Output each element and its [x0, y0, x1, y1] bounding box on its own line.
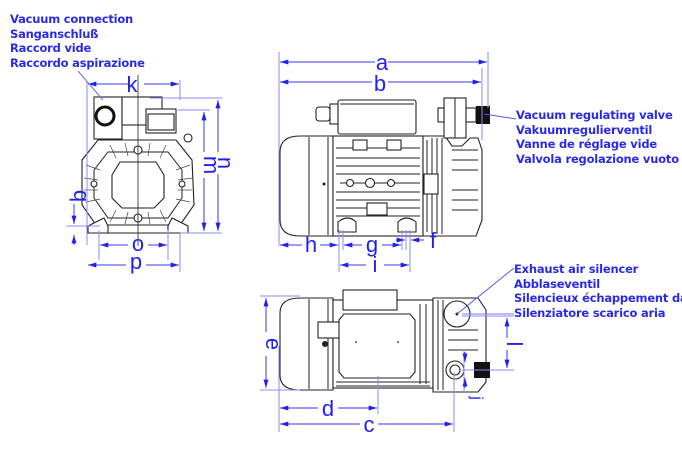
callout-line: Vakuumregulierventil [516, 122, 653, 137]
top-view-dimensions [260, 267, 515, 432]
callout-vacuum-regulating-valve: Vacuum regulating valve Vakuumregulierve… [516, 108, 679, 166]
side-view-dimensions [278, 52, 517, 272]
dim-label-j: j [468, 395, 485, 400]
front-view-pump [81, 75, 195, 246]
callout-line: Silencieux échappement dair [514, 291, 682, 306]
dim-label-l: l [502, 342, 527, 347]
callout-line: Raccord vide [10, 41, 92, 56]
dim-label-e: e [261, 338, 286, 350]
callout-exhaust-air-silencer: Exhaust air silencer Abblaseventil Silen… [514, 262, 682, 320]
side-view-pump [279, 97, 490, 237]
dim-label-g: g [366, 232, 378, 257]
dim-label-q: q [69, 190, 94, 202]
dim-label-c: c [364, 412, 375, 437]
dim-label-i: i [373, 252, 378, 277]
dim-label-p: p [130, 249, 142, 274]
callout-line: Abblaseventil [514, 276, 600, 291]
callout-line: Vanne de réglage vide [516, 137, 657, 152]
dim-label-d: d [322, 396, 334, 421]
dim-label-a: a [376, 50, 389, 75]
dim-label-h: h [305, 232, 317, 257]
callout-line: Sanganschluß [10, 26, 99, 41]
dim-label-k: k [127, 72, 139, 97]
dim-label-n: n [213, 157, 238, 169]
front-view-dimensions [66, 70, 222, 272]
callout-line: Vacuum connection [10, 12, 134, 26]
callout-vacuum-connection: Vacuum connection Sanganschluß Raccord v… [10, 12, 145, 70]
callout-line: Silenziatore scarico aria [514, 305, 666, 320]
dim-label-b: b [374, 71, 386, 96]
callout-line: Exhaust air silencer [514, 262, 639, 276]
dim-label-o: o [132, 231, 144, 256]
dim-label-m: m [199, 156, 224, 174]
callout-line: Valvola regolazione vuoto [516, 151, 679, 166]
callout-line: Raccordo aspirazione [10, 55, 145, 70]
dim-label-f: f [430, 228, 437, 253]
callout-line: Vacuum regulating valve [516, 108, 673, 122]
top-view-pump [279, 289, 490, 393]
